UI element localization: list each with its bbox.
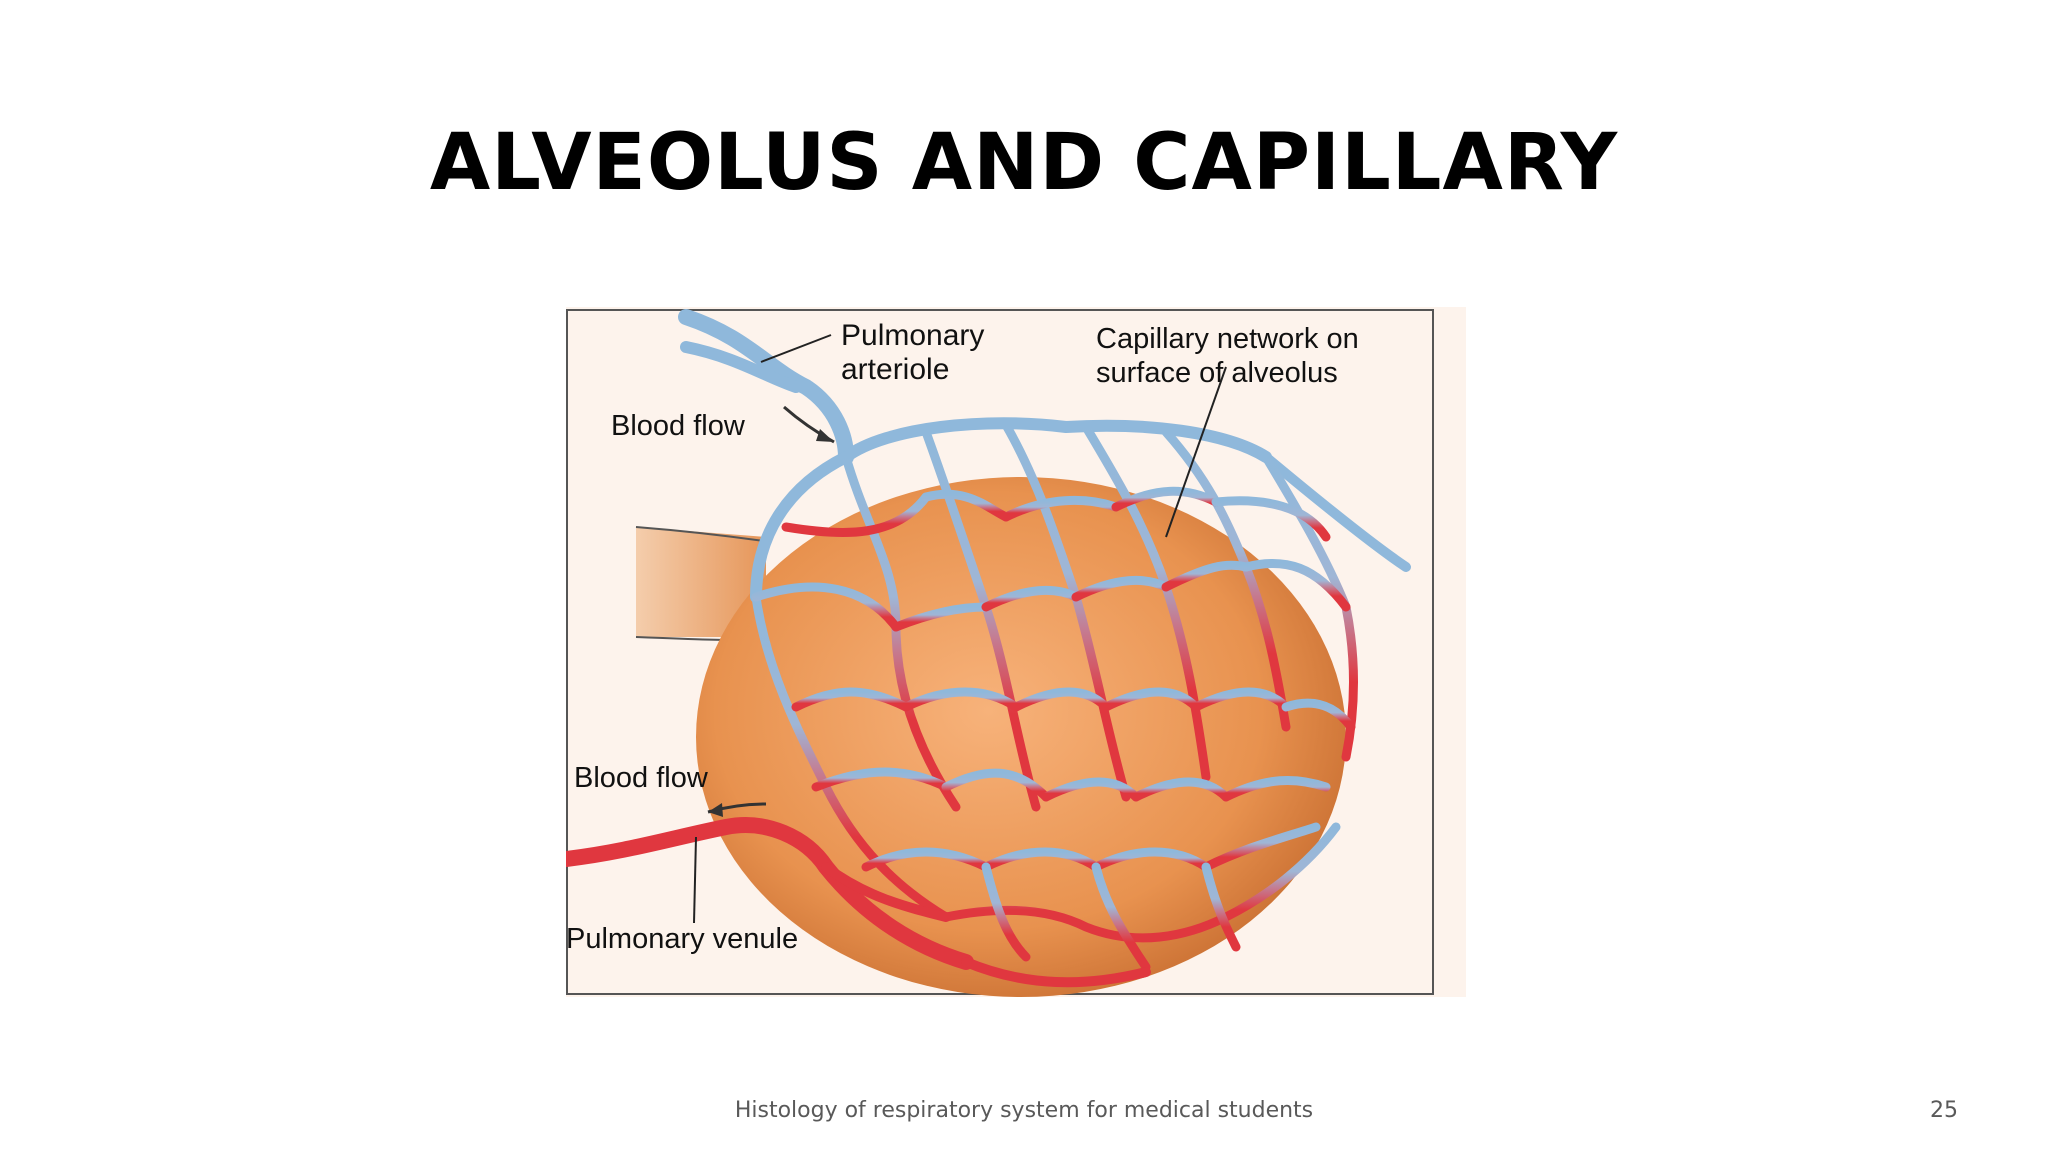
slide-footer: Histology of respiratory system for medi… [734, 1098, 1314, 1123]
label-capillary-network-line1: Capillary network on [1096, 323, 1359, 355]
venule-leader-line [693, 836, 697, 924]
label-pulmonary-arteriole-line1: Pulmonary [841, 319, 984, 352]
leader-lines [693, 334, 1227, 924]
alveolar-duct [636, 527, 766, 637]
capillary-network-leader-line [1165, 366, 1227, 538]
label-pulmonary-arteriole-line2: arteriole [841, 353, 949, 386]
label-capillary-network-line2: surface of alveolus [1096, 357, 1338, 389]
page-number: 25 [1930, 1098, 1958, 1123]
capillary-network [678, 309, 1411, 972]
alveolus-capillary-figure: Pulmonary arteriole Capillary network on… [558, 307, 1466, 997]
label-pulmonary-venule: Pulmonary venule [566, 923, 798, 955]
label-blood-flow-in: Blood flow [611, 410, 746, 442]
pulmonary-venule-vessel [558, 817, 1151, 988]
label-blood-flow-out: Blood flow [574, 762, 709, 794]
slide-title: ALVEOLUS AND CAPILLARY [429, 118, 1619, 208]
arteriole-leader-line [760, 334, 832, 363]
blood-flow-out-arrow [707, 802, 767, 817]
blood-flow-in-arrow [783, 405, 835, 444]
duct-upper-edge [635, 526, 772, 543]
alveolus-capillary-illustration: Pulmonary arteriole Capillary network on… [558, 307, 1466, 997]
